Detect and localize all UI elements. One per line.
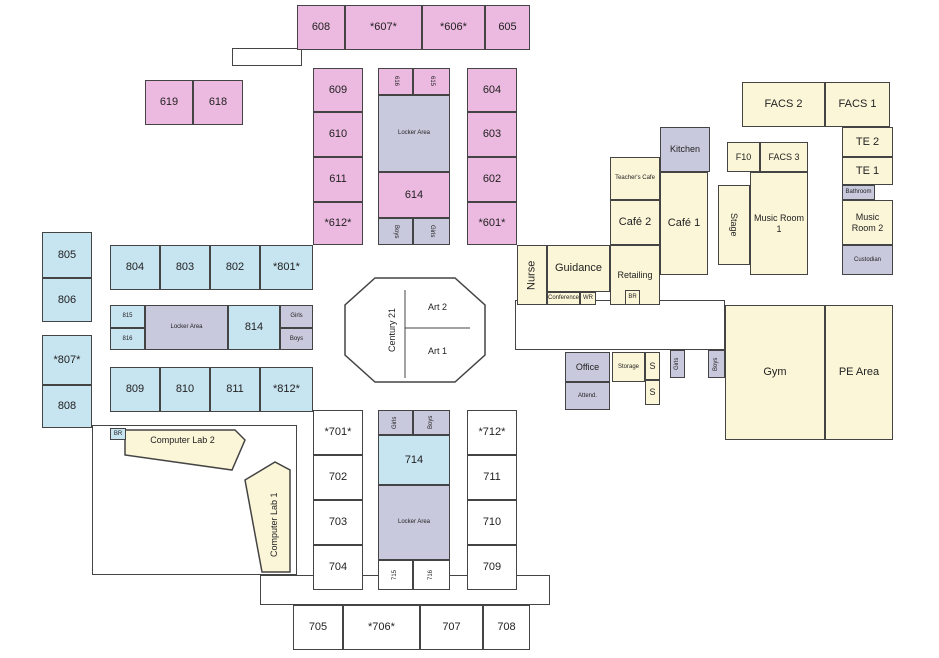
room-r808[interactable]: 808: [42, 385, 92, 428]
room-r612[interactable]: *612*: [313, 202, 363, 245]
room-r702[interactable]: 702: [313, 455, 363, 500]
computer-lab-2-shape: [124, 429, 246, 471]
room-r603[interactable]: 603: [467, 112, 517, 157]
room-r602[interactable]: 602: [467, 157, 517, 202]
room-storage[interactable]: Storage: [612, 352, 645, 382]
room-atten[interactable]: Attend.: [565, 382, 610, 410]
room-r712[interactable]: *712*: [467, 410, 517, 455]
room-bo[interactable]: Boys: [708, 350, 725, 378]
computer-lab-1-shape: [244, 461, 291, 573]
room-r810[interactable]: 810: [160, 367, 210, 412]
room-art2[interactable]: Art 2: [427, 301, 447, 312]
room-r708[interactable]: 708: [483, 605, 530, 650]
room-r715[interactable]: 715: [378, 560, 413, 590]
room-kitchen[interactable]: Kitchen: [660, 127, 710, 172]
room-guid[interactable]: Guidance: [547, 245, 610, 292]
room-r815[interactable]: 815: [110, 305, 145, 328]
room-br8[interactable]: BR: [110, 428, 126, 440]
room-bath[interactable]: Bathroom: [842, 185, 875, 200]
room-la8[interactable]: Locker Area: [145, 305, 228, 350]
room-r811[interactable]: 811: [210, 367, 260, 412]
room-cl1[interactable]: Computer Lab 1: [269, 492, 280, 558]
room-stage[interactable]: Stage: [718, 185, 750, 265]
room-cl2[interactable]: Computer Lab 2: [150, 435, 215, 446]
room-b7[interactable]: Boys: [413, 410, 450, 435]
room-r604[interactable]: 604: [467, 68, 517, 112]
room-r607[interactable]: *607*: [345, 5, 422, 50]
room-cust[interactable]: Custodian: [842, 245, 893, 275]
room-r816[interactable]: 816: [110, 328, 145, 350]
room-c21[interactable]: Century 21: [387, 307, 398, 353]
room-g8[interactable]: Girls: [280, 305, 313, 328]
room-facs1[interactable]: FACS 1: [825, 82, 890, 127]
room-r711[interactable]: 711: [467, 455, 517, 500]
room-r704[interactable]: 704: [313, 545, 363, 590]
room-cafe2[interactable]: Café 2: [610, 200, 660, 245]
room-r803[interactable]: 803: [160, 245, 210, 290]
room-r611[interactable]: 611: [313, 157, 363, 202]
room-s2[interactable]: S: [645, 380, 660, 405]
room-r618[interactable]: 618: [193, 80, 243, 125]
room-r605[interactable]: 605: [485, 5, 530, 50]
room-r802[interactable]: 802: [210, 245, 260, 290]
room-tcafe[interactable]: Teacher's Cafe: [610, 157, 660, 200]
room-la7[interactable]: Locker Area: [378, 485, 450, 560]
room-r701[interactable]: *701*: [313, 410, 363, 455]
room-r614[interactable]: 614: [378, 172, 450, 218]
room-r801[interactable]: *801*: [260, 245, 313, 290]
room-r807[interactable]: *807*: [42, 335, 92, 385]
room-r809[interactable]: 809: [110, 367, 160, 412]
hallway: [232, 48, 302, 66]
room-g7[interactable]: Girls: [378, 410, 413, 435]
room-r806[interactable]: 806: [42, 278, 92, 322]
room-r609[interactable]: 609: [313, 68, 363, 112]
room-office[interactable]: Office: [565, 352, 610, 382]
room-r710[interactable]: 710: [467, 500, 517, 545]
room-mr1[interactable]: Music Room 1: [750, 172, 808, 275]
room-r804[interactable]: 804: [110, 245, 160, 290]
room-r814[interactable]: 814: [228, 305, 280, 350]
room-b6[interactable]: Boys: [378, 218, 413, 245]
room-r610[interactable]: 610: [313, 112, 363, 157]
room-la6[interactable]: Locker Area: [378, 95, 450, 172]
room-facs2[interactable]: FACS 2: [742, 82, 825, 127]
room-r615[interactable]: 615: [413, 68, 450, 95]
room-r703[interactable]: 703: [313, 500, 363, 545]
art-room-octagon: [344, 277, 486, 383]
room-r716[interactable]: 716: [413, 560, 450, 590]
room-nurse[interactable]: Nurse: [517, 245, 547, 305]
courtyard: [92, 425, 297, 575]
room-g6[interactable]: Girls: [413, 218, 450, 245]
room-r601[interactable]: *601*: [467, 202, 517, 245]
room-wr[interactable]: WR: [580, 292, 596, 305]
room-te1[interactable]: TE 1: [842, 157, 893, 185]
room-b8[interactable]: Boys: [280, 328, 313, 350]
room-conf[interactable]: Conference: [547, 292, 580, 305]
room-mr2[interactable]: Music Room 2: [842, 200, 893, 245]
room-art1[interactable]: Art 1: [427, 346, 447, 357]
room-facs3[interactable]: FACS 3: [760, 142, 808, 172]
room-r812[interactable]: *812*: [260, 367, 313, 412]
room-gym[interactable]: Gym: [725, 305, 825, 440]
room-r705[interactable]: 705: [293, 605, 343, 650]
room-cafe1[interactable]: Café 1: [660, 172, 708, 275]
room-te2[interactable]: TE 2: [842, 127, 893, 157]
room-r707[interactable]: 707: [420, 605, 483, 650]
room-r805[interactable]: 805: [42, 232, 92, 278]
room-r619[interactable]: 619: [145, 80, 193, 125]
room-brr[interactable]: BR: [625, 290, 640, 305]
room-s1[interactable]: S: [645, 352, 660, 380]
room-r706[interactable]: *706*: [343, 605, 420, 650]
room-r709[interactable]: 709: [467, 545, 517, 590]
room-f10[interactable]: F10: [727, 142, 760, 172]
room-r616[interactable]: 616: [378, 68, 413, 95]
room-go[interactable]: Girls: [670, 350, 685, 378]
room-pe[interactable]: PE Area: [825, 305, 893, 440]
room-r714[interactable]: 714: [378, 435, 450, 485]
room-r608[interactable]: 608: [297, 5, 345, 50]
room-r606[interactable]: *606*: [422, 5, 485, 50]
